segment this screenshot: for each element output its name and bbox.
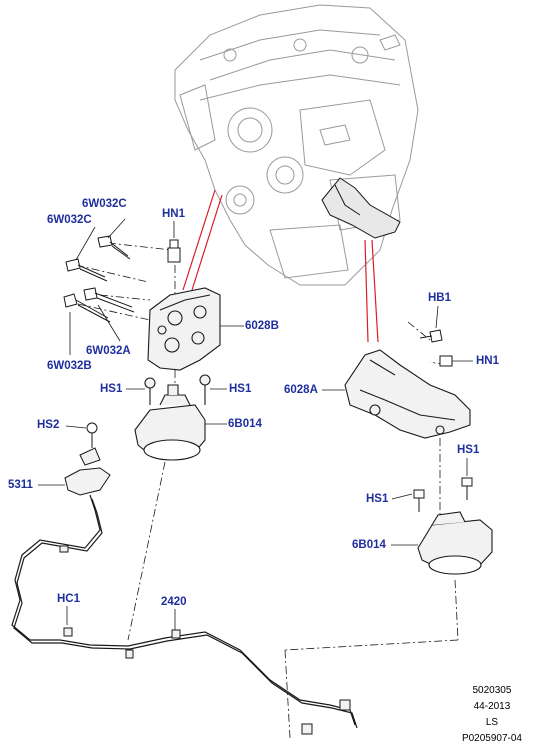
wiring-harness-2420: [11, 494, 358, 729]
engine-mount-6b014-right: [417, 511, 493, 575]
reference-line-4: P0205907-04: [461, 733, 522, 744]
reference-line-1: 5020305: [472, 685, 512, 696]
mount-bracket-6028b: [147, 287, 221, 371]
callout-hn1-right: HN1: [476, 355, 500, 367]
callout-6w032a: 6W032A: [86, 345, 131, 357]
reference-block: 5020305 44-2013 LS P0205907-04: [462, 683, 522, 747]
callout-hc1: HC1: [57, 593, 81, 605]
callout-hb1: HB1: [428, 292, 452, 304]
reference-line-2: 44-2013: [473, 701, 511, 712]
harness-clips: [59, 545, 351, 735]
callout-2420: 2420: [161, 596, 187, 608]
reference-line-3: LS: [485, 717, 499, 728]
callout-5311: 5311: [8, 479, 33, 491]
leader-lines-red: [182, 189, 379, 343]
callout-6028b: 6028B: [245, 320, 279, 332]
callout-hs2: HS2: [37, 419, 60, 431]
engine-bracket-right: [321, 177, 401, 239]
callout-hs1-left-1: HS1: [100, 383, 123, 395]
callout-hs1-right-1: HS1: [457, 444, 480, 456]
callout-6028a: 6028A: [284, 384, 318, 396]
callout-leaders: [38, 218, 473, 630]
callout-hs1-right-2: HS1: [366, 493, 389, 505]
callout-hs1-left-2: HS1: [229, 383, 252, 395]
callout-6w032c-upper: 6W032C: [82, 198, 127, 210]
harness-bracket-5311: [64, 422, 111, 496]
callout-hn1-left: HN1: [162, 208, 186, 220]
engine-block-drawing: [174, 4, 419, 286]
bolts-right: [413, 329, 473, 512]
alignment-lines: [75, 242, 459, 739]
callout-6b014-left: 6B014: [228, 418, 262, 430]
callout-6b014-right: 6B014: [352, 539, 386, 551]
callout-6w032b: 6W032B: [47, 360, 92, 372]
callout-6w032c-lower: 6W032C: [47, 214, 92, 226]
engine-mount-6b014-left: [134, 374, 211, 461]
mount-bracket-6028a: [344, 349, 471, 439]
bolts-left: [63, 235, 181, 323]
